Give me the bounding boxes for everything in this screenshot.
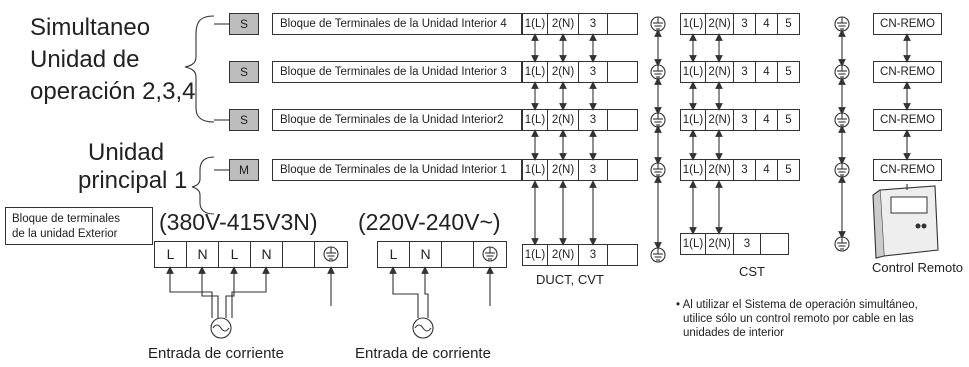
voltage-1ph-label: (220V-240V~) [358,209,501,235]
unit-role-badge: S [229,61,259,83]
remote-controller-button [921,223,927,229]
indoor-terminal-cell [607,61,638,83]
note-line-1: • Al utilizar el Sistema de operación si… [676,299,918,311]
note-line-3: unidades de interior [683,327,785,339]
indoor-unit-title: Bloque de Terminales de la Unidad Interi… [272,61,522,83]
power-input-label-1ph: Entrada de corriente [355,345,491,362]
indoor-terminal-cell: 2(N) [547,109,579,131]
ac-source-icon [210,317,232,339]
indoor-terminal-cell: 1(L) [522,109,548,131]
outdoor-3ph-terminal: N [250,241,283,268]
voltage-3ph-label: (380V-415V3N) [159,209,318,235]
indoor-unit-title: Bloque de Terminales de la Unidad Interi… [272,13,522,35]
outdoor-1ph-ground-cell [473,241,507,268]
group-label-simultaneous-2: Unidad de [30,46,140,73]
unit-role-badge: M [229,159,259,181]
group-label-main-1: Unidad [88,139,165,166]
indoor-unit-title: Bloque de Terminales de la Unidad Interi… [272,109,522,131]
bracket-main [191,156,215,215]
group-label-simultaneous-1: Simultaneo [30,14,151,41]
power-wire [392,280,419,318]
outdoor-label-line-1: Bloque de terminales [12,213,121,225]
cn-remo-box: CN-REMO [873,159,942,181]
outdoor-3ph-terminal [282,241,315,268]
ac-source-wave [212,324,230,332]
group-label-simultaneous-3: operación 2,3,4 [30,78,196,105]
cst-terminal-cell: 2(N) [705,159,734,181]
cst-terminal-cell: 5 [777,159,800,181]
indoor-terminal-cell: 1(L) [522,13,548,35]
cst-block-terminal-cell [760,233,789,255]
power-wire [169,280,213,318]
indoor-unit-title: Bloque de Terminales de la Unidad Interi… [272,159,522,181]
outdoor-label-line-2: de la unidad Exterior [12,228,118,240]
cst-label: CST [739,264,765,279]
cst-terminal-cell: 5 [777,61,800,83]
cst-terminal-cell: 3 [733,13,756,35]
power-input-label-3ph: Entrada de corriente [148,345,284,362]
group-label-main-2: principal 1 [78,167,188,194]
remote-control-label: Control Remoto [872,260,964,275]
power-wire [201,280,219,318]
ac-source-wave [414,324,432,332]
power-wire [225,280,235,318]
power-wire [424,280,429,318]
duct-terminal-cell: 2(N) [547,244,579,266]
unit-role-badge: S [229,13,259,35]
note-line-2: utilice sólo un control remoto por cable… [683,313,914,325]
duct-label: DUCT, CVT [536,272,604,287]
unit-role-badge: S [229,109,259,131]
indoor-terminal-cell [607,109,638,131]
remote-controller-button [915,223,921,229]
outdoor-1ph-terminal [441,241,474,268]
cst-terminal-cell: 3 [733,109,756,131]
outdoor-1ph-terminal: N [409,241,442,268]
remote-controller-side [872,189,885,259]
bracket-simultaneous [184,15,215,123]
duct-terminal-cell [607,244,638,266]
outdoor-label-box: Bloque de terminales de la unidad Exteri… [5,207,153,245]
cst-terminal-cell: 5 [777,13,800,35]
indoor-terminal-cell [607,159,638,181]
indoor-terminal-cell [607,13,638,35]
ac-source-icon [412,317,434,339]
cst-terminal-cell: 5 [777,109,800,131]
remote-controller-screen [890,196,928,214]
power-wire [231,280,267,318]
